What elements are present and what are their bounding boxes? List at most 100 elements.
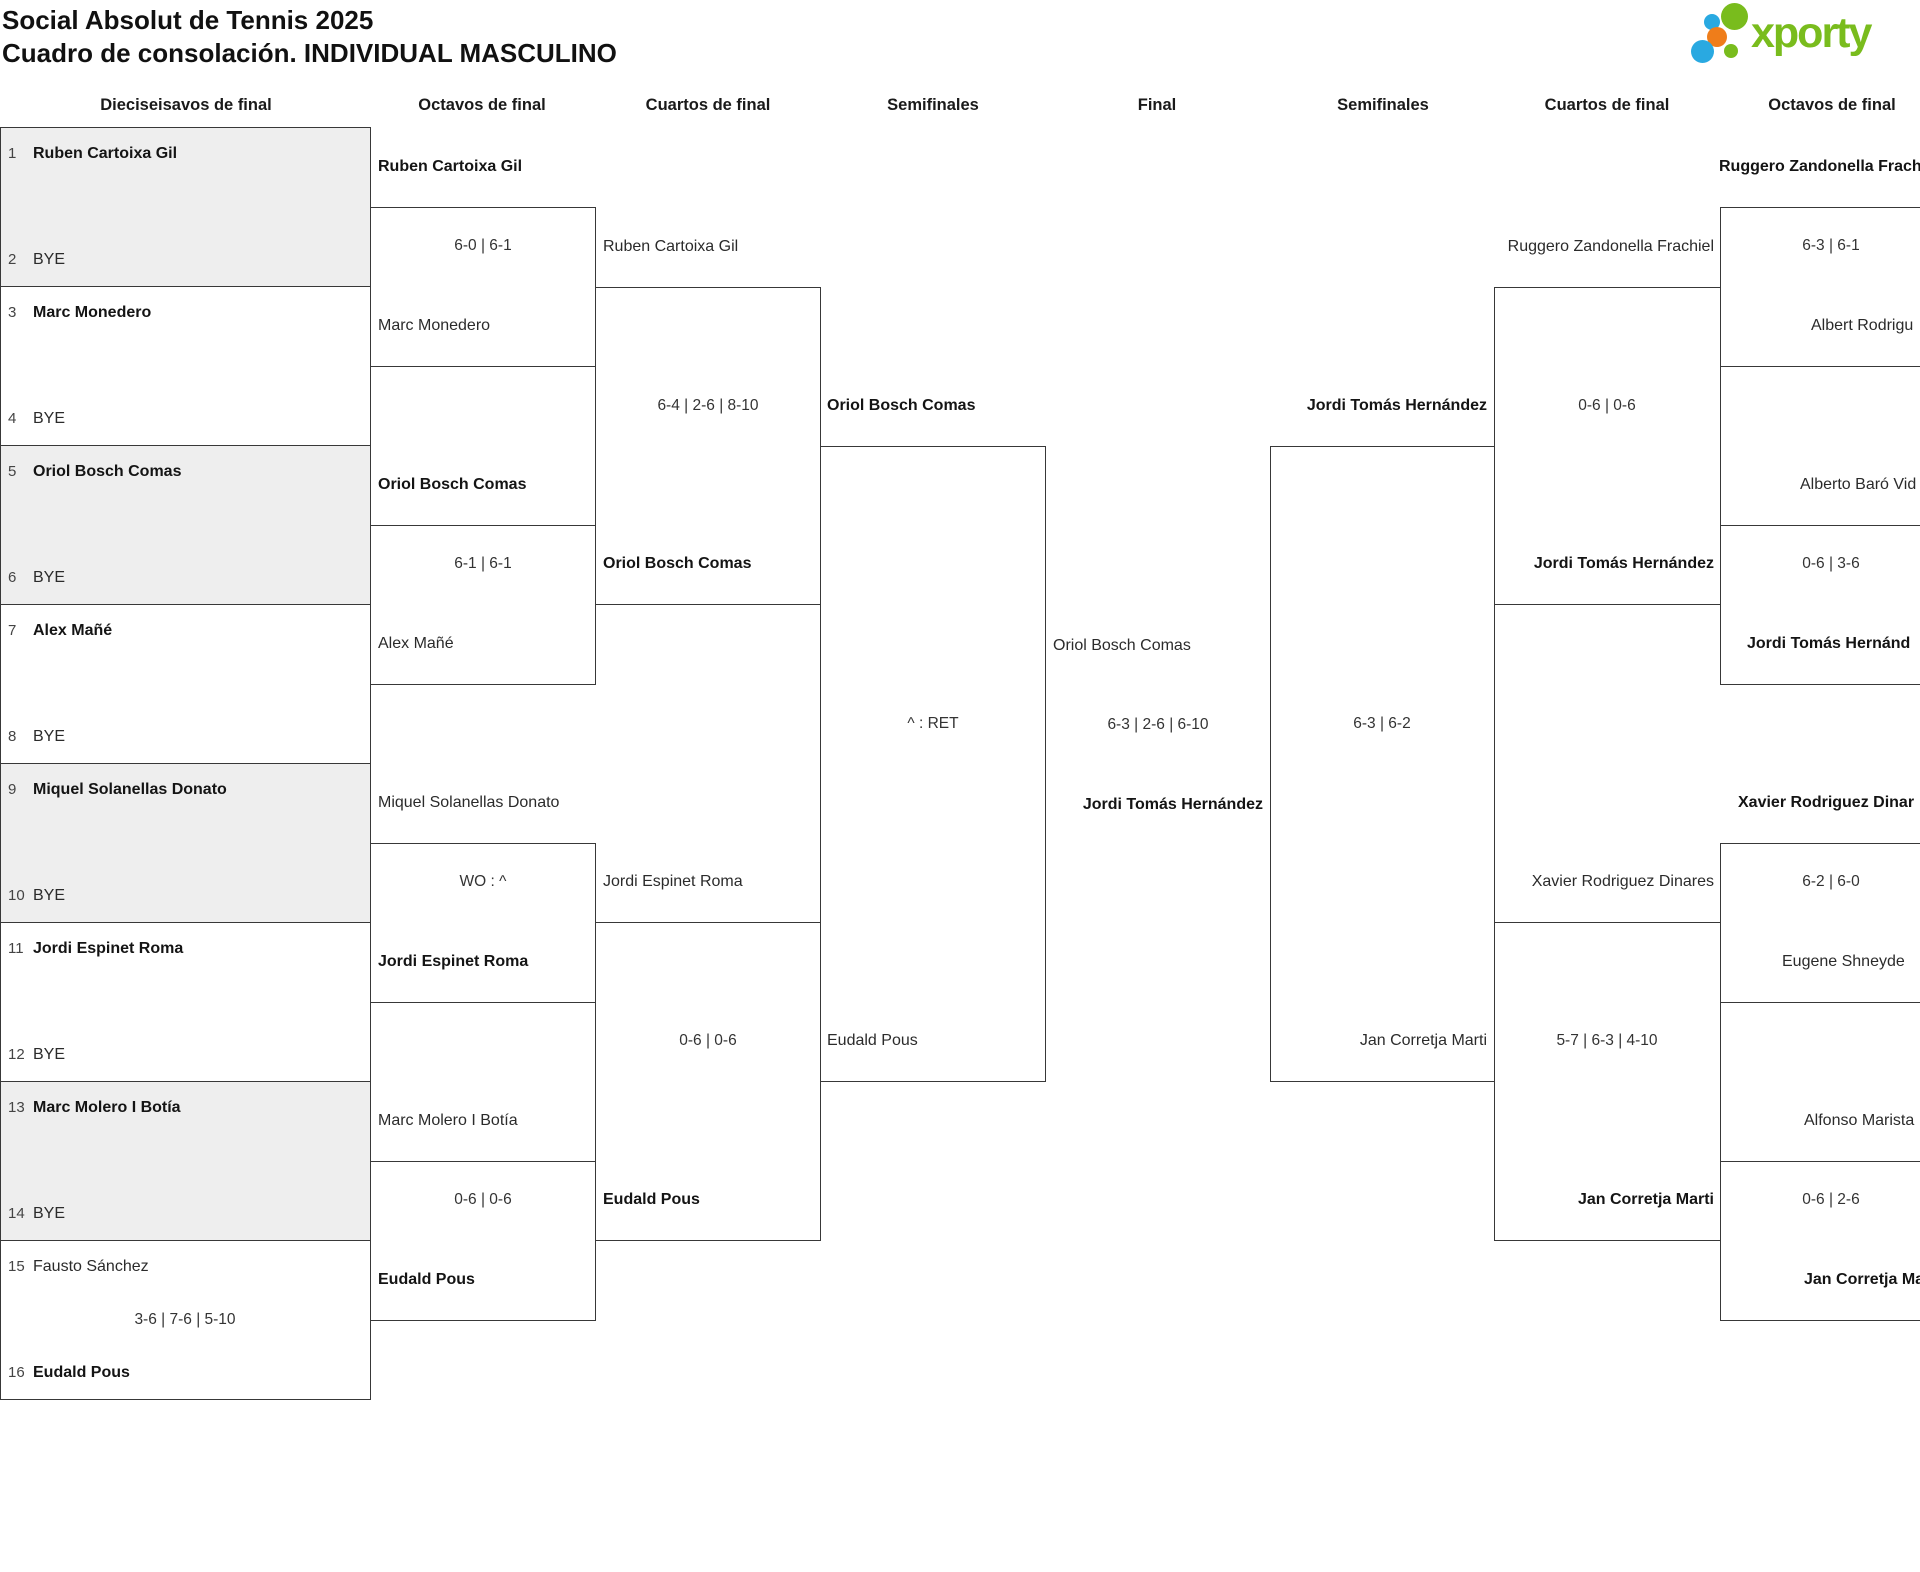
player-label: Alberto Baró Vid [1800, 476, 1917, 493]
round-header-sf-left: Semifinales [887, 96, 979, 114]
player-label: Eudald Pous [33, 1364, 130, 1381]
score-label: 5-7 | 6-3 | 4-10 [1556, 1032, 1658, 1049]
score-label: 0-6 | 0-6 [1578, 397, 1636, 414]
seed-number: 3 [8, 304, 17, 321]
seed-number: 9 [8, 781, 17, 798]
round-header-r16-left: Octavos de final [418, 96, 546, 114]
r32-pair-box [0, 922, 371, 1082]
round-header-sf-right: Semifinales [1337, 96, 1429, 114]
r32-pair-box [0, 127, 371, 287]
player-label: Ruggero Zandonella Frachiel [1507, 238, 1714, 255]
player-label: Jan Corretja Ma [1804, 1271, 1920, 1288]
page-subtitle: Cuadro de consolación. INDIVIDUAL MASCUL… [2, 38, 617, 68]
player-label: Oriol Bosch Comas [33, 463, 182, 480]
bracket-connector [370, 843, 596, 1003]
player-label: Jan Corretja Marti [1577, 1191, 1714, 1208]
logo-dot-green-large-icon [1721, 3, 1748, 30]
player-label: Jordi Tomás Hernández [1306, 397, 1487, 414]
seed-number: 14 [8, 1205, 25, 1222]
player-label: Jan Corretja Marti [1359, 1032, 1487, 1049]
seed-number: 13 [8, 1099, 25, 1116]
player-label: Marc Molero I Botía [378, 1112, 518, 1129]
logo-dot-green-small-icon [1724, 44, 1738, 58]
player-label: Oriol Bosch Comas [1053, 637, 1191, 654]
player-label: Xavier Rodriguez Dinar [1738, 794, 1915, 811]
player-label: Jordi Tomás Hernánd [1747, 635, 1911, 652]
r32-pair-box [0, 1081, 371, 1241]
seed-number: 10 [8, 887, 25, 904]
seed-number: 8 [8, 728, 17, 745]
player-label: Ruben Cartoixa Gil [603, 238, 739, 255]
bracket-connector [1720, 525, 1920, 685]
seed-number: 2 [8, 251, 17, 268]
player-label: BYE [33, 410, 66, 427]
seed-number: 4 [8, 410, 17, 427]
bracket-connector [1494, 922, 1721, 1241]
score-label: 0-6 | 2-6 [1802, 1191, 1860, 1208]
player-label: BYE [33, 728, 66, 745]
seed-number: 15 [8, 1258, 25, 1275]
bracket-connector [820, 446, 1046, 1082]
player-label: Oriol Bosch Comas [378, 476, 527, 493]
seed-number: 1 [8, 145, 17, 162]
bracket-connector [1270, 446, 1495, 1082]
player-label: Ruggero Zandonella Frach [1719, 158, 1920, 175]
player-label: Jordi Tomás Hernández [1533, 555, 1714, 572]
r32-pair-box [0, 1240, 371, 1400]
bracket-connector [1494, 287, 1721, 605]
r32-pair-box [0, 763, 371, 923]
r32-pair-box [0, 445, 371, 605]
player-label: Oriol Bosch Comas [603, 555, 752, 572]
player-label: Ruben Cartoixa Gil [378, 158, 523, 175]
player-label: Eudald Pous [378, 1271, 475, 1288]
player-label: Albert Rodrigu [1811, 317, 1914, 334]
seed-number: 12 [8, 1046, 25, 1063]
score-label: 0-6 | 0-6 [679, 1032, 737, 1049]
player-label: Alex Mañé [378, 635, 454, 652]
bracket-connector [370, 525, 596, 685]
seed-number: 11 [8, 940, 24, 957]
bracket-connector [370, 207, 596, 367]
player-label: Fausto Sánchez [33, 1258, 149, 1275]
bracket-connector [1720, 1161, 1920, 1321]
score-label: 0-6 | 3-6 [1802, 555, 1860, 572]
seed-number: 7 [8, 622, 17, 639]
score-label: 6-3 | 2-6 | 6-10 [1107, 716, 1209, 733]
player-label: Jordi Espinet Roma [378, 953, 529, 970]
score-label: WO : ^ [459, 873, 507, 890]
bracket-connector [1720, 207, 1920, 367]
player-label: Jordi Espinet Roma [33, 940, 184, 957]
score-label: 0-6 | 0-6 [454, 1191, 512, 1208]
logo-dot-orange-icon [1707, 27, 1727, 47]
round-header-qf-right: Cuartos de final [1544, 96, 1670, 114]
logo-wordmark: xporty [1751, 9, 1872, 57]
seed-number: 16 [8, 1364, 25, 1381]
player-label: Oriol Bosch Comas [827, 397, 976, 414]
player-label: BYE [33, 569, 66, 586]
player-label: Eugene Shneyde [1782, 953, 1905, 970]
player-label: Ruben Cartoixa Gil [33, 145, 178, 162]
player-label: BYE [33, 251, 66, 268]
score-label: 6-3 | 6-2 [1353, 715, 1411, 732]
player-label: BYE [33, 1205, 66, 1222]
page-title: Social Absolut de Tennis 2025 [2, 5, 374, 35]
player-label: Alfonso Marista [1804, 1112, 1915, 1129]
seed-number: 6 [8, 569, 17, 586]
player-label: Eudald Pous [827, 1032, 918, 1049]
bracket-connector [370, 1161, 596, 1321]
player-label: Eudald Pous [603, 1191, 700, 1208]
score-label: 3-6 | 7-6 | 5-10 [134, 1311, 236, 1328]
player-label: Marc Monedero [33, 304, 152, 321]
round-header-r32-left: Dieciseisavos de final [100, 96, 272, 114]
logo-dot-blue-small-icon [1704, 14, 1720, 30]
score-label: 6-1 | 6-1 [454, 555, 512, 572]
player-label: Miquel Solanellas Donato [378, 794, 560, 811]
round-header-final: Final [1137, 96, 1177, 114]
score-label: 6-4 | 2-6 | 8-10 [657, 397, 759, 414]
r32-pair-box [0, 604, 371, 764]
bracket-connector [1720, 843, 1920, 1003]
player-label: Miquel Solanellas Donato [33, 781, 227, 798]
player-label: Xavier Rodriguez Dinares [1531, 873, 1714, 890]
score-label: ^ : RET [907, 715, 959, 732]
